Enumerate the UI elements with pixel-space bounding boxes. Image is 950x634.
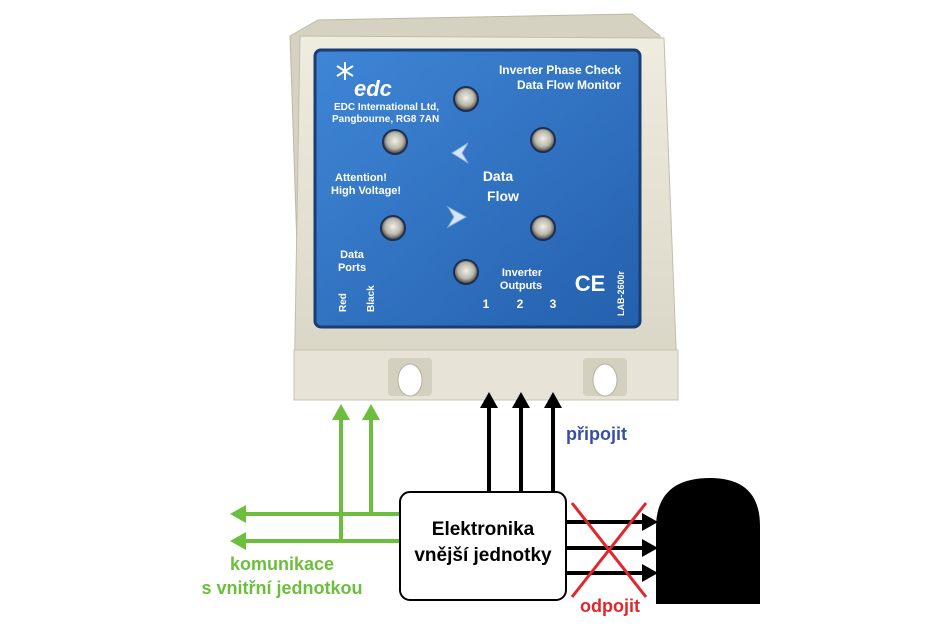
model-number: LAB-2600r <box>616 270 626 316</box>
arrow-up-icon <box>480 392 498 408</box>
led-indicator <box>382 129 408 155</box>
led-indicator <box>530 215 556 241</box>
disconnect-label: odpojit <box>580 596 640 616</box>
electronics-label-line-1: Elektronika <box>432 519 535 540</box>
company-line-1: EDC International Ltd, <box>334 102 439 113</box>
blue-front-panel <box>313 48 642 329</box>
arrow-up-icon <box>512 392 530 408</box>
company-line-2: Pangbourne, RG8 7AN <box>332 114 439 125</box>
compressor-connection-arrows <box>566 520 644 575</box>
arrow-up-icon <box>544 392 562 408</box>
electronics-label-line-2: vnější jednotky <box>414 545 552 566</box>
data-ports-line-1: Data <box>340 249 365 261</box>
disconnect-cross-icon <box>570 502 648 598</box>
port-black-label: Black <box>366 285 377 312</box>
outputs-label-line-1: Inverter <box>502 267 543 279</box>
flow-left-chevron-icon <box>451 142 469 164</box>
led-indicator <box>380 215 406 241</box>
mounting-slot-left <box>388 358 432 397</box>
communication-label-line-2: s vnitřní jednotkou <box>201 578 362 598</box>
output-number-1: 1 <box>483 297 490 311</box>
output-number-3: 3 <box>550 297 557 311</box>
arrow-right-icon <box>642 564 658 582</box>
led-indicator <box>530 127 556 153</box>
port-red-label: Red <box>338 293 349 312</box>
communication-arrows <box>244 418 400 543</box>
flow-right-chevron-icon <box>446 205 468 229</box>
mounting-slot-right <box>583 358 627 397</box>
connect-label: připojit <box>566 424 627 444</box>
communication-label-line-1: komunikace <box>230 554 334 574</box>
arrow-right-icon <box>642 539 658 557</box>
arrow-left-icon <box>230 505 246 523</box>
outputs-label-line-2: Outputs <box>500 280 542 292</box>
led-indicator <box>453 86 479 112</box>
green-arrowheads <box>230 404 380 550</box>
output-number-2: 2 <box>517 297 524 311</box>
arrow-right-icon <box>642 513 658 531</box>
device-title-line-1: Inverter Phase Check <box>499 63 621 77</box>
ce-mark: CE <box>575 271 606 296</box>
arrow-up-icon <box>332 404 350 420</box>
data-ports-line-2: Ports <box>338 262 366 274</box>
arrow-left-icon <box>230 532 246 550</box>
edc-snowflake-logo-icon <box>336 62 354 80</box>
data-flow-monitor-device: edc EDC International Ltd, Pangbourne, R… <box>289 13 679 401</box>
flow-label-line-1: Data <box>483 168 514 184</box>
led-indicator <box>453 259 479 285</box>
flow-label-line-2: Flow <box>487 188 519 204</box>
black-right-arrowheads <box>642 513 658 582</box>
output-connection-arrows <box>487 406 555 492</box>
warning-line-2: High Voltage! <box>331 185 401 197</box>
black-up-arrowheads <box>480 392 562 408</box>
arrow-up-icon <box>362 404 380 420</box>
device-title-line-2: Data Flow Monitor <box>517 78 621 92</box>
compressor-shape <box>656 478 760 604</box>
brand-logo-text: edc <box>354 76 392 101</box>
warning-line-1: Attention! <box>335 172 387 184</box>
